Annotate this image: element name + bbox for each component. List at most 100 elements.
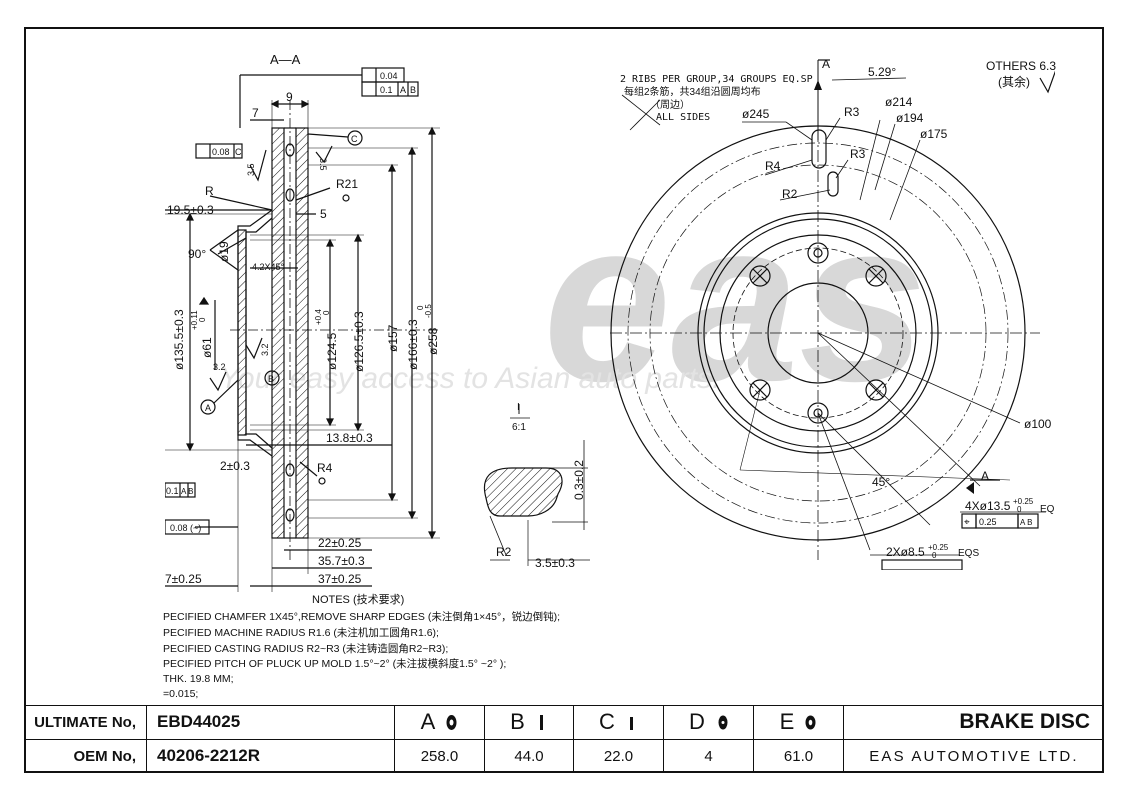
radius-r4-left: R4 [317, 461, 333, 475]
dim-175: ø175 [920, 127, 948, 141]
dim-3-5-right: 3.5 [318, 158, 328, 171]
dim-d-value: 4 [664, 739, 754, 773]
dim-258: ø258 [426, 327, 440, 355]
title-block-top-border [24, 705, 1104, 706]
datum-a-label: A [205, 403, 211, 413]
section-a-top: A [822, 57, 830, 71]
title-row-1: ULTIMATE No, EBD44025 A B C D E BRAKE DI… [24, 705, 1104, 739]
dim-35-7: 35.7±0.3 [318, 554, 365, 568]
notes-title: NOTES (技术要求) [312, 593, 404, 606]
oem-number: 40206-2212R [147, 739, 395, 773]
dim-9: 9 [286, 90, 293, 104]
detail-dim-0-3: 0.3±0.2 [572, 460, 586, 500]
dim-245: ø245 [742, 107, 770, 121]
runout-datum-b: B [410, 85, 416, 95]
left-runout-tol: 0.1 [166, 486, 179, 496]
dim-214: ø214 [885, 95, 913, 109]
dim-2: 2±0.3 [220, 459, 250, 473]
note-3: PECIFIED CASTING RADIUS R2~R3 (未注铸造圆角R2~… [163, 642, 448, 655]
datum-b-label: B [268, 374, 274, 384]
dim-c-value: 22.0 [574, 739, 664, 773]
parallel-tol: 0.08 [212, 147, 230, 157]
note-6: =0.015; [163, 688, 198, 700]
holes-4x-tol: +0.25 [1013, 497, 1034, 506]
dim-d-header: D [664, 705, 754, 739]
drawing-frame [24, 27, 1104, 773]
note-4: PECIFIED PITCH OF PLUCK UP MOLD 1.5°~2° … [163, 657, 506, 670]
dim-126-5: ø126.5±0.3 [352, 311, 366, 372]
holes-2x-tol: +0.25 [928, 543, 949, 552]
radius-r2: R2 [782, 187, 798, 201]
title-block: ULTIMATE No, EBD44025 A B C D E BRAKE DI… [24, 705, 1104, 773]
detail-labels: I 6:1 0.3±0.2 R2 3.5±0.3 [496, 402, 586, 570]
dim-124-5-tol2: 0 [322, 310, 331, 315]
note-5: THK. 19.8 MM; [163, 673, 234, 685]
bolt-holes-icon [718, 715, 728, 729]
dim-b-letter: B [510, 709, 525, 734]
section-view-labels: A—A 0.04 0.1 A B 9 7 C 0.08 C 3.5 3.5 R … [165, 52, 440, 586]
holes-4x: 4Xø13.5 [965, 499, 1011, 513]
dim-phi19: ø19 [217, 241, 231, 262]
chamfer-label: 4.2X45° [252, 262, 285, 272]
radius-r21: R21 [336, 177, 358, 191]
holes-2x-eq: EQS [958, 548, 979, 559]
ribs-note-cn: 每组2条筋，共34组沿圆周均布 [624, 85, 761, 98]
ultimate-number: EBD44025 [147, 705, 395, 739]
title-block-mid-border [24, 739, 1104, 740]
radius-r: R [205, 184, 214, 198]
oem-label: OEM No, [24, 739, 147, 773]
disc-thickness-icon [629, 716, 633, 730]
radius-r3-a: R3 [844, 105, 860, 119]
center-bore-icon [805, 715, 816, 729]
dim-124-5-tol: +0.4 [314, 309, 323, 325]
dim-5: 5 [320, 207, 327, 221]
dim-b-value: 44.0 [485, 739, 574, 773]
detail-view [483, 404, 590, 566]
disc-height-icon [539, 714, 543, 730]
holes-4x-pos: 0.25 [979, 517, 997, 527]
dim-124-5: ø124.5 [325, 332, 339, 370]
holes-4x-tol2: 0 [1017, 505, 1022, 514]
front-view-labels: 2 RIBS PER GROUP,34 GROUPS EQ.SP 每组2条筋，共… [620, 57, 1056, 560]
dim-37: 37±0.25 [318, 572, 362, 586]
dim-a-value: 258.0 [395, 739, 485, 773]
detail-label: I [517, 402, 520, 413]
dim-194: ø194 [896, 111, 924, 125]
runout-tol: 0.1 [380, 85, 393, 95]
note-2: PECIFIED MACHINE RADIUS R1.6 (未注机加工圆角R1.… [163, 626, 439, 639]
holes-2x-tol2: 0 [932, 551, 937, 560]
ribs-note-en: 2 RIBS PER GROUP,34 GROUPS EQ.SP [620, 74, 813, 85]
dim-b-header: B [485, 705, 574, 739]
others-label: OTHERS 6.3 [986, 59, 1056, 73]
ribs-note-cn2: （周边） [650, 99, 690, 111]
dim-258-tol: 0 [416, 305, 425, 310]
holes-4x-eq: EQ [1040, 504, 1055, 515]
dim-7: 7 [252, 106, 259, 120]
note-1: PECIFIED CHAMFER 1X45°,REMOVE SHARP EDGE… [163, 610, 560, 623]
section-label: A—A [270, 52, 301, 67]
disc-outer-diameter-icon [446, 714, 457, 730]
dim-e-letter: E [779, 709, 795, 734]
left-flatness-tol: 0.08 (~) [170, 523, 201, 533]
notes: NOTES (技术要求) PECIFIED CHAMFER 1X45°,REMO… [163, 593, 560, 700]
dim-a-header: A [395, 705, 485, 739]
others-cn: (其余) [998, 74, 1030, 89]
dim-22: 22±0.25 [318, 536, 362, 550]
dim-258-tol2: -0.5 [424, 304, 433, 318]
runout-datum-a: A [400, 85, 406, 95]
radius-r4: R4 [765, 159, 781, 173]
dim-e-header: E [754, 705, 844, 739]
section-view [165, 67, 440, 592]
front-view [610, 59, 1055, 570]
datum-c-label: C [351, 134, 358, 144]
ultimate-label: ULTIMATE No, [24, 705, 147, 739]
part-name: BRAKE DISC [959, 710, 1090, 733]
dim-3-2-a: 3.2 [213, 362, 226, 372]
dim-phi61-tol2: 0 [198, 317, 207, 322]
parallel-datum: C [235, 147, 242, 157]
angle-45: 45° [872, 475, 890, 489]
dim-a-letter: A [420, 709, 436, 734]
angle-5-29: 5.29° [868, 65, 896, 79]
